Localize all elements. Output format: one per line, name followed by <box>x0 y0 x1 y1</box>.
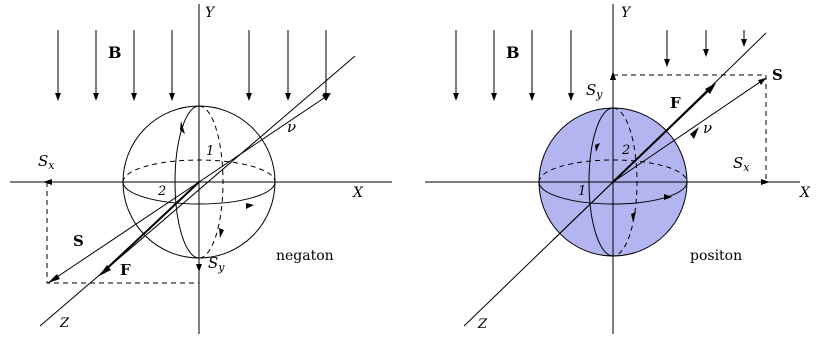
equator-back <box>538 159 688 183</box>
spin-label: S <box>772 66 783 84</box>
force-vector <box>612 85 714 183</box>
rotation-arrow <box>180 121 185 134</box>
point-label-two: 2 <box>621 143 630 158</box>
sx-label: Sx <box>38 152 55 172</box>
spin-vector <box>47 181 200 284</box>
nu-label: ν <box>287 118 296 136</box>
rotation-arrow <box>219 228 224 238</box>
point-label-two: 2 <box>157 184 166 199</box>
z-axis-label: Z <box>59 316 70 331</box>
sx-arrowhead <box>43 179 52 185</box>
y-axis-label: Y <box>205 5 216 21</box>
x-axis-label: X <box>799 185 811 201</box>
sx-symbol: S <box>38 152 48 170</box>
field-arrows <box>453 30 747 101</box>
point-label-one: 1 <box>578 184 586 199</box>
nu-line <box>198 95 328 183</box>
nu-label: ν <box>703 119 712 137</box>
positon-diagram: B Y X Z ν Sy Sx S F 2 1 <box>425 4 811 334</box>
component-projection <box>46 182 199 284</box>
force-arrowhead <box>705 83 716 94</box>
field-label-b: B <box>506 43 520 62</box>
nu-arrow <box>322 93 331 101</box>
force-label: F <box>670 94 681 112</box>
sx-subscript: x <box>743 161 750 174</box>
sy-arrowhead <box>610 71 616 80</box>
force-vector <box>100 181 200 275</box>
sy-symbol: S <box>208 254 218 272</box>
caption-negaton: negaton <box>276 248 334 264</box>
rotation-arrow <box>595 143 600 152</box>
force-arrowhead <box>99 265 111 276</box>
spin-arrowhead <box>758 78 766 85</box>
sx-label: Sx <box>733 154 750 174</box>
sy-arrowhead <box>196 264 202 272</box>
sx-subscript: x <box>48 159 55 172</box>
spin-label: S <box>73 232 84 250</box>
rotation-arrow <box>246 203 254 209</box>
z-axis-highlight <box>552 181 614 241</box>
sy-label: Sy <box>586 81 603 101</box>
y-axis-label: Y <box>621 5 632 21</box>
sx-symbol: S <box>733 154 743 172</box>
field-arrows <box>55 30 329 101</box>
caption-positon: positon <box>690 248 742 264</box>
component-projection <box>613 74 767 182</box>
x-axis-label: X <box>352 185 364 201</box>
sy-label: Sy <box>208 254 225 274</box>
spin-vector <box>612 77 767 183</box>
spin-arrowhead <box>48 274 60 283</box>
negaton-diagram: B Y X Z ν Sx Sy S F <box>10 4 392 334</box>
sy-subscript: y <box>217 261 225 274</box>
force-label: F <box>120 261 131 279</box>
rotation-arrow <box>631 212 636 222</box>
field-label-b: B <box>108 43 122 62</box>
point-label-one: 1 <box>206 144 214 159</box>
z-axis-label: Z <box>477 317 488 332</box>
sy-symbol: S <box>586 81 596 99</box>
sx-arrowhead <box>761 179 770 185</box>
z-axis <box>39 55 356 327</box>
nu-arrow <box>690 127 699 139</box>
rotation-arrow <box>664 194 672 200</box>
sy-subscript: y <box>595 88 603 101</box>
